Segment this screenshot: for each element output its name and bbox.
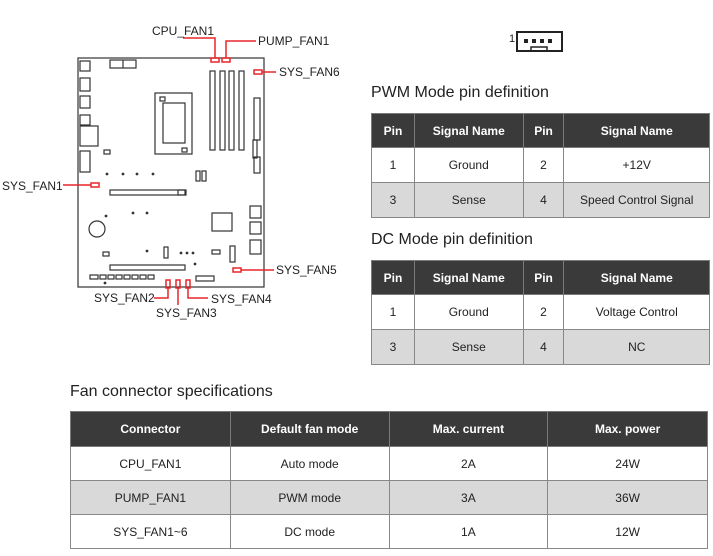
pin-number: 1 [371,294,415,330]
fan-mode: Auto mode [229,446,390,481]
max-power: 36W [547,480,708,515]
label-sys-fan3: SYS_FAN3 [156,306,217,320]
motherboard-diagram [63,37,276,305]
pin-number: 2 [522,294,565,330]
ram-slot [238,70,245,151]
ram-slot [228,70,235,151]
table-row: 3 Sense 4 NC [371,329,710,365]
sys-fan6-header [253,69,263,75]
label-sys-fan1: SYS_FAN1 [2,179,63,193]
fan-mode: DC mode [229,514,390,549]
ram-slot [209,70,216,151]
table-row: CPU_FAN1 Auto mode 2A 24W [70,446,708,481]
signal-name: Ground [413,294,524,330]
fan-spec-table: Connector Default fan mode Max. current … [70,411,708,549]
pwm-section-title: PWM Mode pin definition [371,84,549,101]
spec-header-current: Max. current [388,411,549,447]
table-row: 1 Ground 2 +12V [371,147,710,183]
cpu-socket [154,92,193,155]
dc-header-pin: Pin [371,260,415,295]
pin-number: 3 [371,182,415,218]
label-sys-fan6: SYS_FAN6 [279,65,340,79]
spec-header-power: Max. power [547,411,708,447]
fan-mode: PWM mode [229,480,390,515]
pcie-slot [109,189,186,196]
pin-number: 1 [371,147,415,183]
max-current: 2A [388,446,549,481]
label-sys-fan4: SYS_FAN4 [211,292,272,306]
ram-slot [219,70,226,151]
cpu-fan1-header [210,57,220,63]
spec-section-title: Fan connector specifications [70,383,273,400]
pwm-header-pin: Pin [371,113,415,148]
spec-header-connector: Connector [70,411,231,447]
connector-name: PUMP_FAN1 [70,480,231,515]
label-cpu-fan1: CPU_FAN1 [152,24,215,38]
pwm-header-signal: Signal Name [563,113,710,148]
connector-name: SYS_FAN1~6 [70,514,231,549]
max-power: 12W [547,514,708,549]
pin-number: 3 [371,329,415,365]
pwm-header-pin: Pin [522,113,565,148]
max-current: 3A [388,480,549,515]
label-pump-fan1: PUMP_FAN1 [258,34,330,48]
signal-name: +12V [563,147,710,183]
label-sys-fan2: SYS_FAN2 [94,291,155,305]
signal-name: Ground [413,147,524,183]
label-sys-fan5: SYS_FAN5 [276,263,337,277]
chipset [211,212,233,232]
table-row: PUMP_FAN1 PWM mode 3A 36W [70,480,708,515]
max-current: 1A [388,514,549,549]
dc-header-signal: Signal Name [563,260,710,295]
fan-connector-icon [516,31,563,52]
table-row: 3 Sense 4 Speed Control Signal [371,182,710,218]
signal-name: Sense [413,329,524,365]
pwm-pin-table: Pin Signal Name Pin Signal Name 1 Ground… [371,113,710,218]
signal-name: Voltage Control [563,294,710,330]
pcie-slot [109,264,186,271]
connector-name: CPU_FAN1 [70,446,231,481]
signal-name: Speed Control Signal [563,182,710,218]
pin-number: 4 [522,329,565,365]
spec-header-mode: Default fan mode [229,411,390,447]
dc-header-pin: Pin [522,260,565,295]
connector-pin-number: 1 [509,33,516,45]
pump-fan1-header [221,57,231,63]
pwm-header-signal: Signal Name [413,113,524,148]
pin-number: 4 [522,182,565,218]
signal-name: Sense [413,182,524,218]
sys-fan1-header [90,182,100,188]
board-outline [77,57,265,288]
signal-name: NC [563,329,710,365]
dc-pin-table: Pin Signal Name Pin Signal Name 1 Ground… [371,260,710,365]
sys-fan5-header [232,267,242,273]
dc-section-title: DC Mode pin definition [371,231,533,248]
pin-number: 2 [522,147,565,183]
table-row: 1 Ground 2 Voltage Control [371,294,710,330]
battery [88,220,106,238]
table-row: SYS_FAN1~6 DC mode 1A 12W [70,514,708,549]
max-power: 24W [547,446,708,481]
dc-header-signal: Signal Name [413,260,524,295]
